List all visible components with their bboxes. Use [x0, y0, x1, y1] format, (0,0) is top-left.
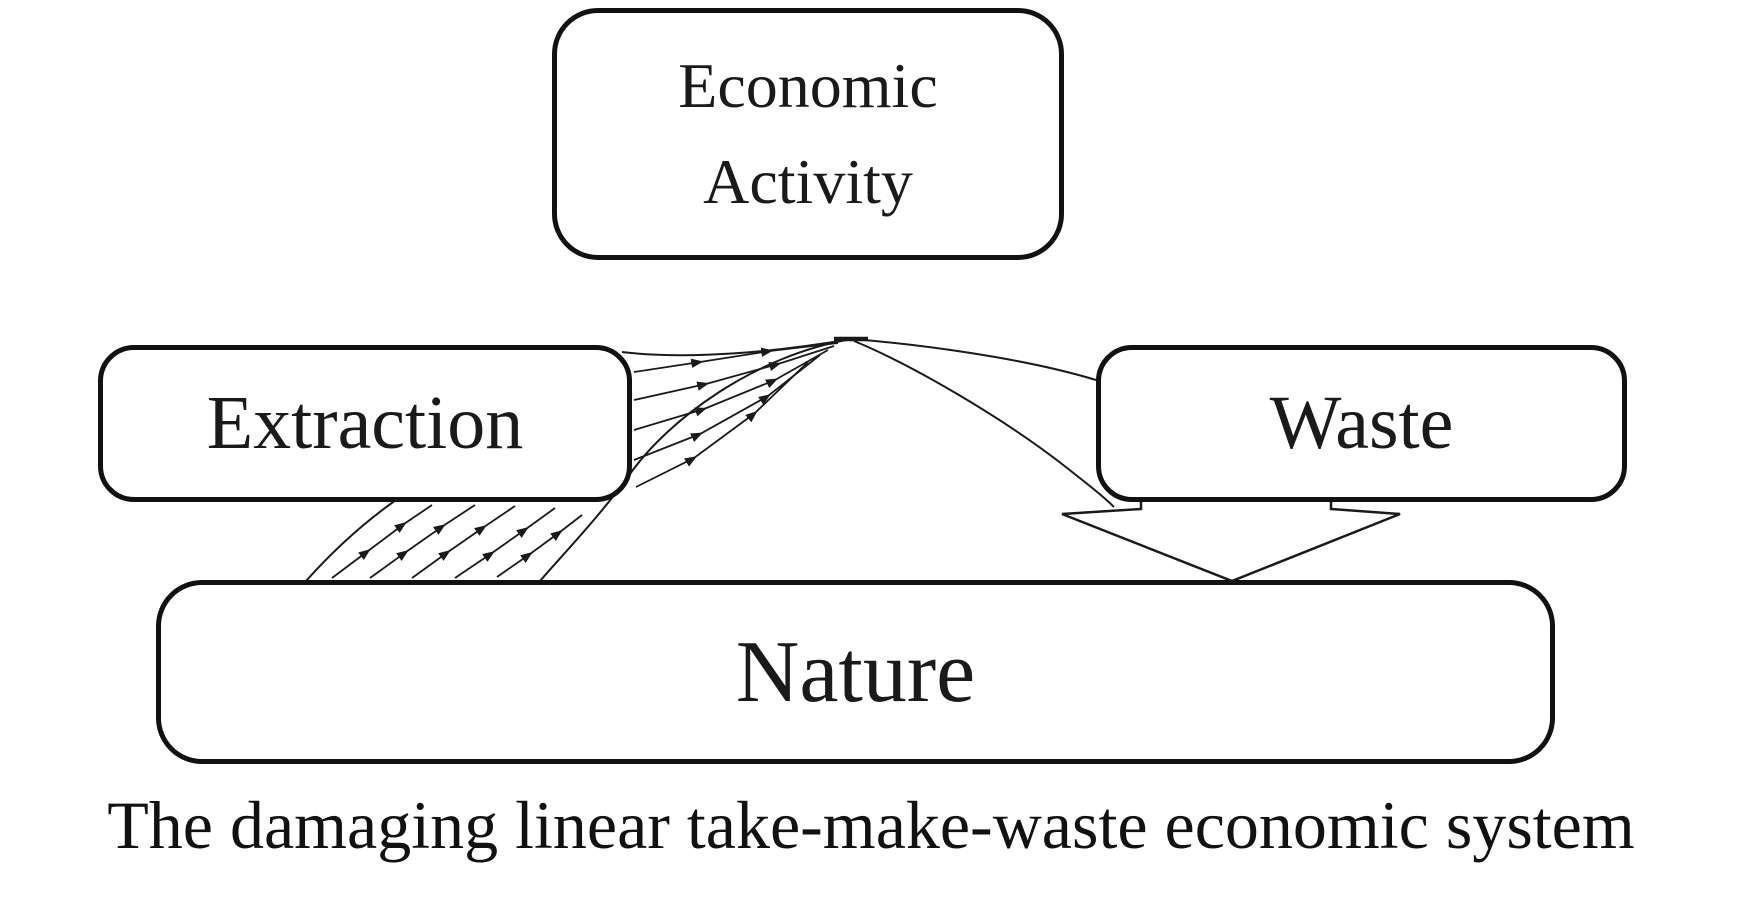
- make-flow-arc: [851, 338, 1115, 508]
- node-waste: Waste: [1096, 345, 1627, 502]
- node-economic-activity-line2: Activity: [703, 146, 913, 217]
- node-nature: Nature: [156, 580, 1555, 764]
- node-economic-activity-line1: Economic: [678, 50, 938, 121]
- node-nature-label: Nature: [735, 623, 976, 721]
- node-waste-label: Waste: [1269, 381, 1454, 465]
- caption: The damaging linear take-make-waste econ…: [107, 787, 1635, 863]
- node-extraction: Extraction: [98, 345, 632, 502]
- node-extraction-label: Extraction: [206, 381, 524, 465]
- node-economic-activity: Economic Activity: [552, 8, 1064, 260]
